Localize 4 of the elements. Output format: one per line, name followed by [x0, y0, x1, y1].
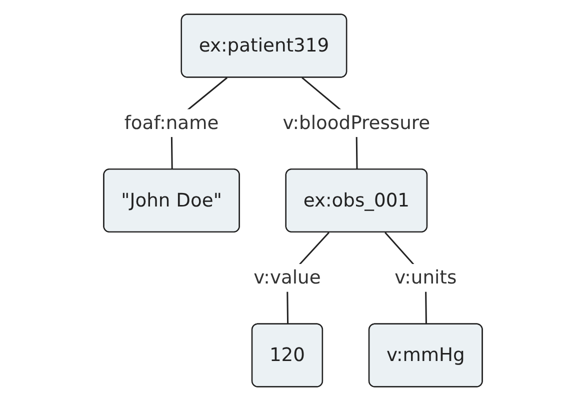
edge-label: v:value [254, 266, 321, 288]
edge-label: v:units [394, 266, 457, 288]
edge-label: foaf:name [124, 111, 219, 134]
edge-label: v:bloodPressure [282, 111, 430, 134]
